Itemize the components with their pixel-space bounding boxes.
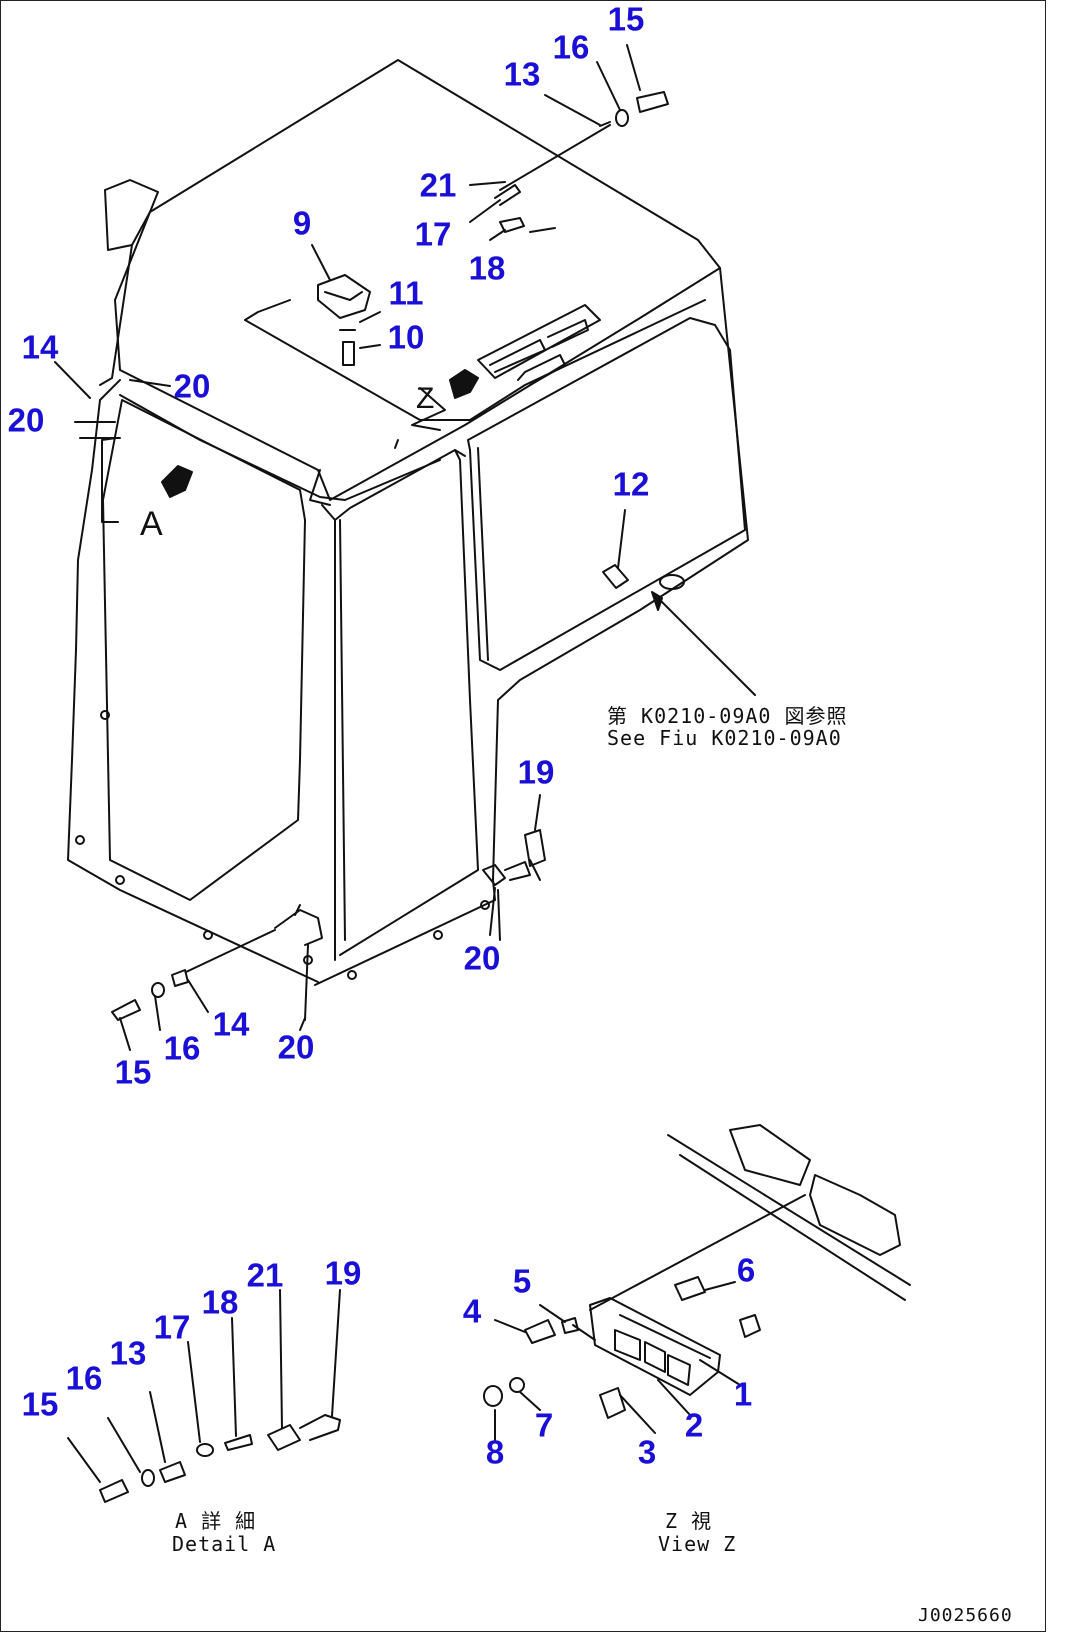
callout-c21b: 21 [246, 1256, 284, 1294]
top-wire-hardware [494, 91, 669, 233]
callout-c2: 2 [684, 1406, 704, 1444]
callout-c1: 1 [733, 1375, 753, 1413]
view-z-caption-en: View Z [658, 1532, 737, 1556]
detail-a-caption-jp: A 詳 細 [175, 1509, 257, 1533]
callout-c6: 6 [736, 1251, 756, 1289]
view-z-caption-jp: Z 視 [665, 1509, 713, 1533]
switch-panel [477, 304, 601, 386]
detail-a-arrow [161, 465, 193, 498]
callout-c16a: 16 [552, 28, 590, 66]
item-19-part [482, 829, 546, 941]
lower-hardware [111, 904, 323, 1021]
callout-c20d: 20 [277, 1028, 315, 1066]
callout-c20c: 20 [463, 939, 501, 977]
callout-c15b: 15 [114, 1053, 152, 1091]
callout-c17a: 17 [414, 215, 452, 253]
callout-c15a: 15 [607, 0, 645, 38]
callout-c20a: 20 [173, 367, 211, 405]
callout-c21a: 21 [419, 166, 457, 204]
callout-c16b: 16 [163, 1029, 201, 1067]
callout-c13b: 13 [109, 1334, 147, 1372]
callout-c14a: 14 [21, 328, 59, 366]
callout-c17b: 17 [153, 1308, 191, 1346]
drawing-number: J0025660 [918, 1605, 1013, 1626]
view-z-letter: Z [416, 382, 435, 415]
callout-c20b: 20 [7, 401, 45, 439]
reference-note-jp: 第 K0210-09A0 図参照 [607, 704, 848, 728]
callout-c14b: 14 [212, 1005, 250, 1043]
roof-lamp-assembly [317, 274, 371, 366]
view-z-leader [411, 387, 446, 431]
callout-c8: 8 [485, 1433, 505, 1471]
callout-c5: 5 [512, 1262, 532, 1300]
callout-c4: 4 [462, 1292, 482, 1330]
detail-a-caption-en: Detail A [172, 1532, 277, 1556]
callout-c15c: 15 [21, 1385, 59, 1423]
cab-wiring-drawing [54, 44, 911, 1503]
callout-c9: 9 [292, 204, 312, 242]
cab-body [67, 59, 749, 986]
callout-c7: 7 [534, 1406, 554, 1444]
leader-lines [54, 44, 641, 1051]
item-12-part [602, 564, 756, 696]
callout-c12: 12 [612, 465, 650, 503]
detail-a-letter: A [140, 505, 163, 543]
callout-c18a: 18 [468, 249, 506, 287]
detail-a-drawing [67, 1289, 341, 1503]
callout-c16c: 16 [65, 1359, 103, 1397]
callout-c3: 3 [637, 1433, 657, 1471]
detail-a-bracket [79, 437, 121, 523]
drawing-frame [0, 0, 1046, 1632]
view-z-drawing [483, 1124, 911, 1441]
callout-c18b: 18 [201, 1283, 239, 1321]
view-z-arrow [449, 369, 479, 399]
reference-note-en: See Fiu K0210-09A0 [607, 726, 842, 750]
callout-c13a: 13 [503, 55, 541, 93]
callout-c19a: 19 [517, 753, 555, 791]
callout-c10: 10 [387, 318, 425, 356]
callout-c11: 11 [388, 274, 424, 312]
callout-c19b: 19 [324, 1254, 362, 1292]
